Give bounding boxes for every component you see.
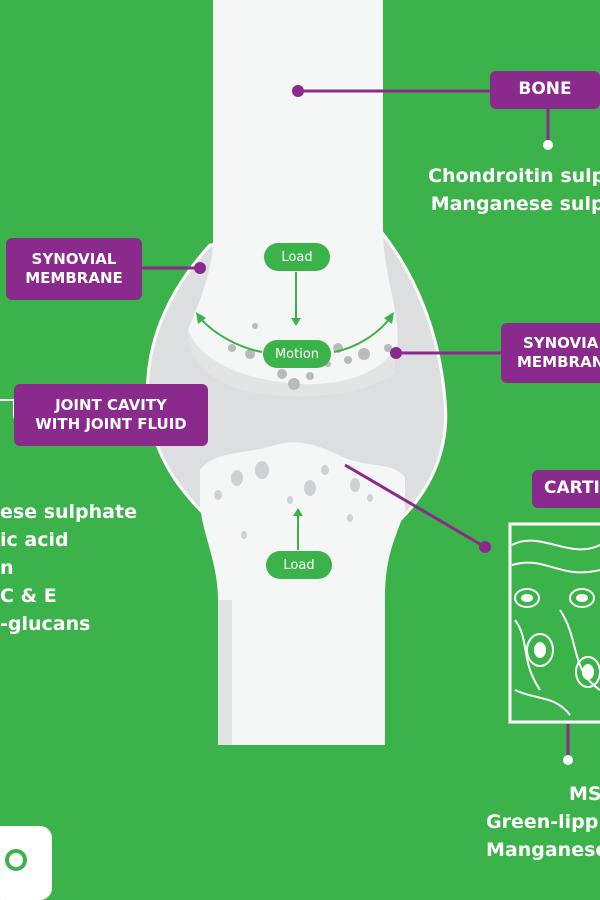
motion-arrow-right	[333, 317, 391, 353]
synovial-membrane-right-label: SYNOVIA MEMBRAN	[501, 323, 600, 383]
lower-bone-shading	[218, 600, 232, 745]
list-item: Manganese sulp	[430, 193, 600, 215]
list-item: C & E	[0, 585, 57, 607]
cartilage-cells-icon	[508, 522, 600, 724]
brand-logo-icon	[0, 826, 52, 900]
list-item: Manganese	[486, 839, 600, 861]
bone-ingredients-list: Chondroitin sulp Manganese sulp	[428, 162, 600, 218]
load-top-pill: Load	[264, 243, 330, 271]
motion-arrow-left	[199, 317, 263, 353]
joint-cavity-label: JOINT CAVITY WITH JOINT FLUID	[14, 384, 208, 446]
list-item: n	[0, 557, 14, 579]
wear-particles	[228, 323, 392, 390]
cartilage-label: CARTI	[532, 470, 600, 508]
cartilage-connector	[344, 463, 486, 549]
list-item: -glucans	[0, 613, 91, 635]
list-item: ic acid	[0, 529, 69, 551]
bone-pores	[214, 461, 373, 539]
joint-fluid-ingredients-list: ese sulphate ic acid n C & E -glucans	[0, 498, 137, 638]
synovial-membrane-left-label: SYNOVIAL MEMBRANE	[6, 238, 142, 300]
cartilage-ingredients-list: MS Green-lipp Manganese	[486, 780, 600, 864]
upper-cartilage	[187, 330, 395, 397]
load-bottom-pill: Load	[266, 551, 332, 579]
lower-bone	[200, 442, 405, 745]
list-item: ese sulphate	[0, 501, 137, 523]
upper-bone	[187, 0, 398, 396]
motion-pill: Motion	[263, 340, 331, 368]
bone-label: BONE	[490, 71, 600, 109]
list-item: Green-lipp	[486, 811, 599, 833]
list-item: MS	[569, 783, 600, 805]
list-item: Chondroitin sulp	[428, 165, 600, 187]
